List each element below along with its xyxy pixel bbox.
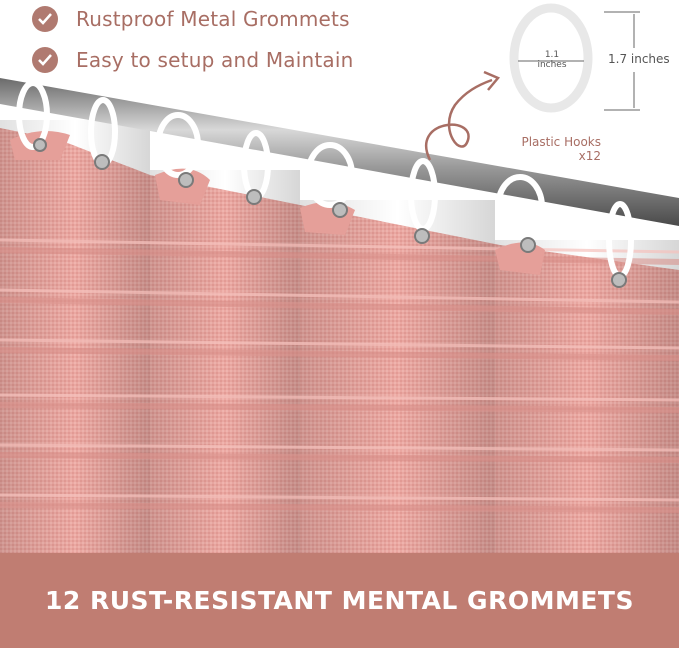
banner: 12 RUST-RESISTANT MENTAL GROMMETS	[0, 553, 679, 648]
feature-item: Easy to setup and Maintain	[32, 47, 354, 73]
feature-label: Easy to setup and Maintain	[76, 48, 354, 72]
hook-count: x12	[578, 149, 601, 163]
hook-width-value: 1.1	[544, 50, 560, 60]
hook-height-label: 1.7 inches	[608, 52, 670, 66]
feature-item: Rustproof Metal Grommets	[32, 6, 350, 32]
curtain	[0, 120, 679, 553]
feature-label: Rustproof Metal Grommets	[76, 7, 350, 31]
check-icon	[32, 47, 58, 73]
hook-width-unit: inches	[537, 60, 567, 70]
curved-arrow-icon	[425, 78, 493, 161]
hook-caption: Plastic Hooks x12	[505, 135, 601, 163]
metal-grommets	[33, 138, 627, 288]
check-icon	[32, 6, 58, 32]
hook-name: Plastic Hooks	[521, 135, 601, 149]
hook-diagram	[509, 3, 640, 113]
banner-text: 12 RUST-RESISTANT MENTAL GROMMETS	[45, 586, 634, 615]
hook-width-dimension: 1.1 inches	[532, 50, 572, 70]
